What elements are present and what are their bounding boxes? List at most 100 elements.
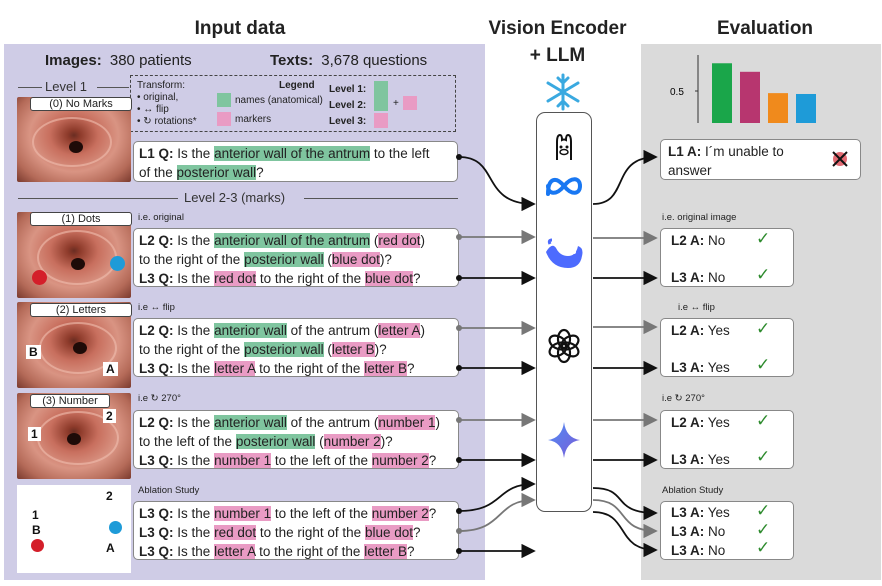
l1-question-box: L1 Q: Is the anterior wall of the antrum… [133, 141, 458, 182]
original-answers-box: L2 A: No ✓ L3 A: No ✓ [660, 228, 794, 287]
image-label-number: (3) Number [30, 394, 110, 408]
input-data-header: Input data [194, 18, 286, 39]
llama-icon [556, 133, 572, 160]
red-dot-marker [32, 270, 47, 285]
ablation-question-1: L3 Q: Is the number 1 to the left of the… [139, 506, 437, 521]
letters-l2-question-line1: L2 Q: Is the anterior wall of the antrum… [139, 323, 425, 338]
check-icon: ✓ [756, 520, 771, 539]
rotation-l3-answer: L3 A: Yes [671, 452, 730, 467]
images-label: Images: [45, 52, 102, 69]
gemini-icon [548, 422, 580, 458]
texts-value: 3,678 questions [321, 52, 428, 69]
number-l2-l3-question-box: L2 Q: Is the anterior wall of the antrum… [133, 410, 459, 469]
original-l2-answer: L2 A: No [671, 233, 726, 248]
number-2-marker: 2 [103, 409, 116, 423]
dots-l2-question-line1: L2 Q: Is the anterior wall of the antrum… [139, 233, 425, 248]
ablation-question-3: L3 Q: Is the letter A to the right of th… [139, 544, 415, 559]
ablation-blue-dot [109, 521, 122, 534]
check-icon: ✓ [756, 501, 771, 520]
flip-l3-answer: L3 A: Yes [671, 360, 730, 375]
evaluation-panel [641, 44, 881, 580]
chart-bar [712, 63, 732, 123]
markers-legend-label: markers [235, 114, 272, 125]
ablation-question-box: L3 Q: Is the number 1 to the left of the… [133, 501, 459, 560]
ablation-number-2: 2 [106, 489, 113, 503]
number-l2-question-line2: to the left of the posterior wall (numbe… [139, 434, 393, 449]
names-swatch [217, 93, 231, 107]
legend-l3-swatch [374, 113, 388, 128]
level1-label: Level 1 [45, 79, 87, 94]
wrong-cross-icon [832, 151, 848, 167]
level23-bar-right [304, 198, 458, 199]
chart-bar [740, 71, 760, 123]
legend-level2: Level 2: [329, 100, 367, 111]
deepseek-icon [546, 238, 583, 268]
check-icon: ✓ [756, 411, 771, 430]
image-label-dots: (1) Dots [30, 212, 132, 226]
texts-stat: Texts: 3,678 questions [270, 52, 427, 69]
blue-dot-marker [110, 256, 125, 271]
caption-original: i.e. original [138, 212, 184, 223]
encoder-header-line2: + LLM [529, 45, 586, 66]
ablation-number-1: 1 [32, 508, 39, 522]
endoscopy-image-dots [17, 212, 131, 298]
meta-icon [546, 177, 583, 196]
check-icon: ✓ [756, 355, 771, 374]
texts-label: Texts: [270, 52, 314, 69]
legend-l2-swatch [403, 96, 417, 110]
ablation-answer-3: L3 A: No [671, 543, 726, 558]
ablation-letter-b: B [32, 523, 41, 537]
check-icon: ✓ [756, 447, 771, 466]
transform-flip: • ↔ flip [137, 104, 169, 115]
transform-rotations: • ↻ rotations* [137, 116, 197, 127]
flip-answers-box: L2 A: Yes ✓ L3 A: Yes ✓ [660, 318, 794, 377]
letter-a-marker: A [103, 362, 118, 376]
eval-caption-ablation: Ablation Study [662, 485, 724, 496]
snowflake-icon [546, 73, 580, 111]
chart-bar [796, 93, 816, 123]
ablation-answer-1: L3 A: Yes [671, 505, 730, 520]
letters-l2-l3-question-box: L2 Q: Is the anterior wall of the antrum… [133, 318, 459, 377]
legend-box: Transform: • original, • ↔ flip • ↻ rota… [130, 75, 456, 132]
ablation-answers-box: L3 A: Yes ✓ L3 A: No ✓ L3 A: No ✓ [660, 501, 794, 560]
original-l3-answer: L3 A: No [671, 270, 726, 285]
ablation-red-dot [31, 539, 44, 552]
encoder-header-line1: Vision Encoder [488, 18, 627, 39]
check-icon: ✓ [756, 229, 771, 248]
caption-rotation: i.e ↻ 270° [138, 393, 181, 404]
endoscopy-image-no-marks [17, 97, 131, 182]
images-stat: Images: 380 patients [45, 52, 192, 69]
markers-swatch [217, 112, 231, 126]
eval-caption-rotation: i.e ↻ 270° [662, 393, 705, 404]
ablation-question-2: L3 Q: Is the red dot to the right of the… [139, 525, 421, 540]
level1-bar-right [97, 87, 129, 88]
number-1-marker: 1 [28, 427, 41, 441]
legend-level3: Level 3: [329, 116, 367, 127]
rotation-answers-box: L2 A: Yes ✓ L3 A: Yes ✓ [660, 410, 794, 469]
letter-b-marker: B [26, 345, 41, 359]
accuracy-mini-chart: 0.5 [670, 55, 816, 123]
dots-l2-l3-question-box: L2 Q: Is the anterior wall of the antrum… [133, 228, 459, 287]
names-legend-label: names (anatomical) [235, 95, 323, 106]
letters-l2-question-line2: to the right of the posterior wall (lett… [139, 342, 387, 357]
check-icon: ✓ [756, 265, 771, 284]
transform-original: • original, [137, 92, 179, 103]
legend-l1-swatch [374, 81, 388, 111]
number-l2-question-line1: L2 Q: Is the anterior wall of the antrum… [139, 415, 440, 430]
dots-l3-question: L3 Q: Is the red dot to the right of the… [139, 271, 421, 286]
legend-level1: Level 1: [329, 84, 367, 95]
openai-icon [548, 328, 580, 364]
images-value: 380 patients [109, 52, 192, 69]
evaluation-header: Evaluation [716, 18, 814, 39]
ablation-letter-a: A [106, 541, 115, 555]
chart-tick-label: 0.5 [670, 87, 684, 98]
image-label-no-marks: (0) No Marks [30, 97, 132, 111]
eval-caption-original: i.e. original image [662, 212, 737, 223]
caption-flip: i.e ↔ flip [138, 302, 175, 313]
level23-label: Level 2-3 (marks) [184, 190, 286, 205]
eval-caption-flip: i.e ↔ flip [678, 302, 715, 313]
chart-bar [768, 93, 788, 123]
transform-title: Transform: [137, 80, 185, 91]
flip-l2-answer: L2 A: Yes [671, 323, 730, 338]
